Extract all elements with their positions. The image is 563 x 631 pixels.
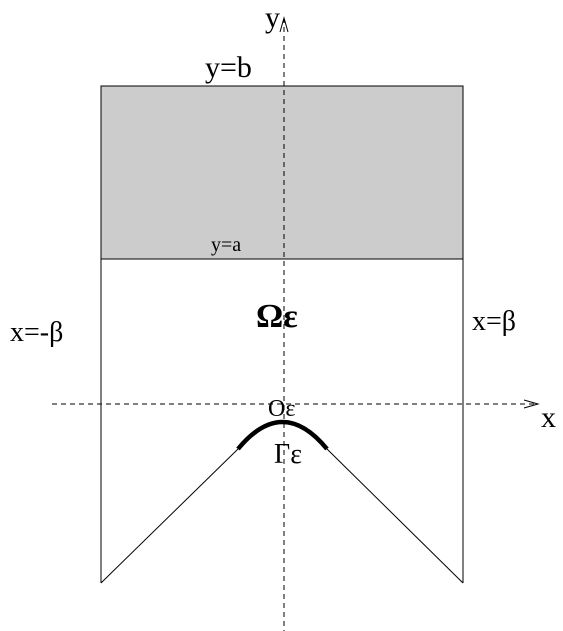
gray-bottom-line-label: y=a	[211, 234, 241, 256]
top-line-label: y=b	[205, 51, 252, 84]
right-line-label: x=β	[472, 306, 516, 337]
origin-label: Oε	[268, 396, 295, 422]
left-line-label: x=-β	[10, 317, 63, 348]
y-axis-label: y	[265, 1, 280, 34]
shaded-region	[100, 85, 464, 260]
arc-label: Γε	[274, 439, 302, 470]
domain-label: Ωε	[256, 298, 298, 335]
x-axis-label: x	[541, 401, 556, 434]
x-axis-arrowhead	[523, 399, 540, 409]
gamma-arc	[236, 419, 329, 451]
lower-left-edge	[100, 448, 239, 584]
lower-right-edge	[326, 448, 464, 584]
y-axis-arrowhead	[279, 16, 289, 33]
